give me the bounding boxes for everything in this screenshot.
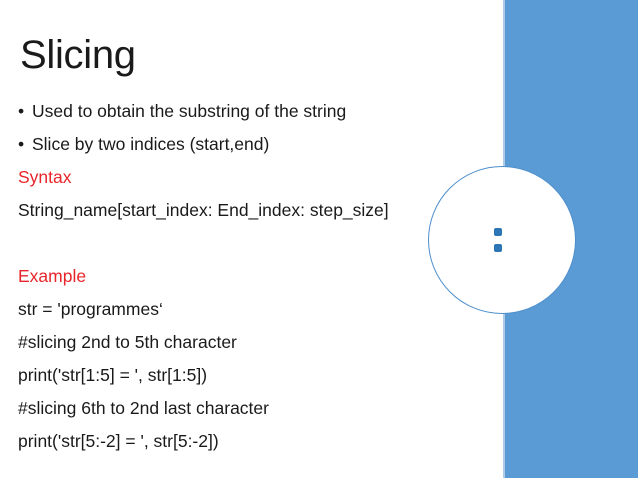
colon-dot-lower xyxy=(494,244,502,252)
body-line: Syntax xyxy=(18,161,488,194)
body-line: • Used to obtain the substring of the str… xyxy=(18,95,488,128)
body-line-text: print('str[1:5] = ', str[1:5]) xyxy=(18,365,208,385)
body-line: #slicing 6th to 2nd last character xyxy=(18,392,488,425)
body-spacer xyxy=(18,227,488,260)
body-line-text: String_name[start_index: End_index: step… xyxy=(18,200,389,220)
body-line: print('str[1:5] = ', str[1:5]) xyxy=(18,359,488,392)
body-line: print('str[5:-2] = ', str[5:-2]) xyxy=(18,425,488,458)
body-line: Example xyxy=(18,260,488,293)
slide-title: Slicing xyxy=(20,33,136,77)
colon-dot-upper xyxy=(494,228,502,236)
body-line-text: Used to obtain the substring of the stri… xyxy=(32,101,347,121)
body-line-text: Syntax xyxy=(18,167,72,187)
slide-body: • Used to obtain the substring of the str… xyxy=(18,95,488,458)
body-line: String_name[start_index: End_index: step… xyxy=(18,194,488,227)
body-line: str = 'programmes‘ xyxy=(18,293,488,326)
body-line-text: #slicing 6th to 2nd last character xyxy=(18,398,269,418)
body-line-text: #slicing 2nd to 5th character xyxy=(18,332,237,352)
bullet-icon: • xyxy=(18,134,25,154)
colon-icon xyxy=(494,228,503,254)
body-line: • Slice by two indices (start,end) xyxy=(18,128,488,161)
decorative-circle xyxy=(428,166,576,314)
body-line-text: Slice by two indices (start,end) xyxy=(32,134,270,154)
body-line-text: print('str[5:-2] = ', str[5:-2]) xyxy=(18,431,219,451)
bullet-icon: • xyxy=(18,101,25,121)
body-line-text: Example xyxy=(18,266,87,286)
body-line: #slicing 2nd to 5th character xyxy=(18,326,488,359)
body-line-text: str = 'programmes‘ xyxy=(18,299,163,319)
